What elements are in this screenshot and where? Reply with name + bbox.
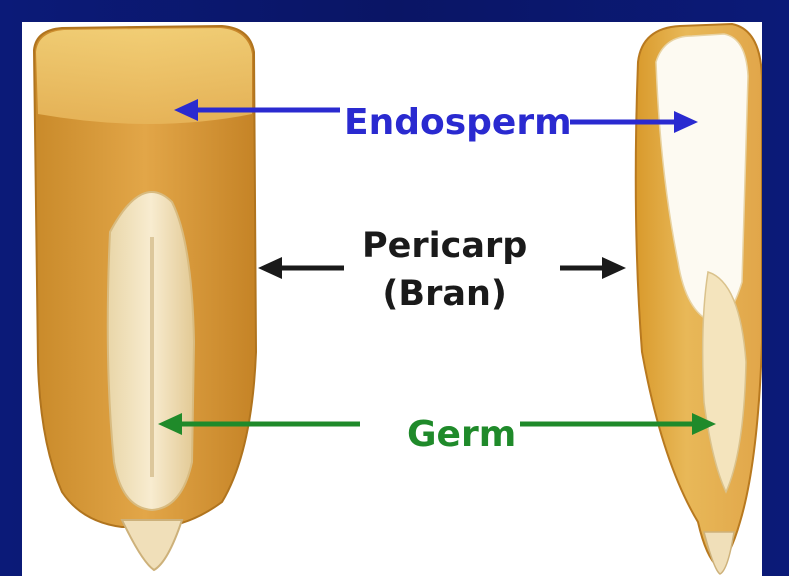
- endosperm-right-arrow: [570, 111, 698, 133]
- pericarp-label: Pericarp: [362, 222, 527, 270]
- pericarp-label-group: Pericarp (Bran): [362, 222, 527, 318]
- endosperm-left-arrow: [174, 99, 340, 121]
- pericarp-left-arrow: [258, 257, 344, 279]
- germ-label: Germ: [407, 414, 516, 455]
- pericarp-right-arrow: [560, 257, 626, 279]
- germ-left-arrow: [158, 413, 360, 435]
- germ-right-arrow: [520, 413, 716, 435]
- diagram-panel: Endosperm Pericarp (Bran) Germ: [22, 22, 762, 576]
- bran-label: (Bran): [362, 270, 527, 318]
- endosperm-label: Endosperm: [344, 102, 572, 143]
